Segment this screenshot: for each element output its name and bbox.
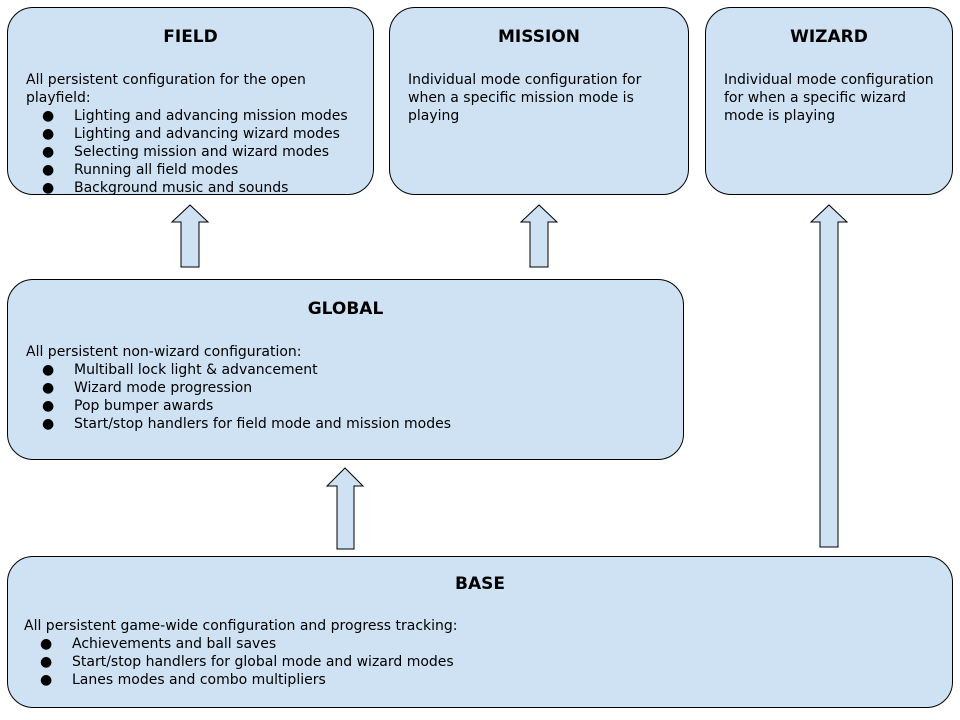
list-item: ● Start/stop handlers for global mode and… [24, 653, 458, 671]
bullet-icon: ● [42, 180, 55, 196]
list-item: ● Start/stop handlers for field mode and … [26, 415, 451, 433]
wizard-title: WIZARD [790, 27, 868, 47]
list-item: ● Running all field modes [26, 161, 373, 179]
bullet-icon: ● [42, 108, 55, 124]
global-lead: All persistent non-wizard configuration: [26, 344, 302, 360]
bullet-icon: ● [42, 144, 55, 160]
arrow-global-to-mission [519, 204, 559, 268]
base-list: ● Achievements and ball saves ● Start/stop… [24, 635, 458, 689]
bullet-icon: ● [42, 398, 55, 414]
list-item-text: Multiball lock light & advancement [74, 362, 318, 378]
bullet-icon: ● [42, 126, 55, 142]
list-item-text: Wizard mode progression [74, 380, 253, 396]
wizard-lead: Individual mode configuration for when a… [724, 72, 934, 124]
list-item-text: Lanes modes and combo multipliers [72, 672, 326, 688]
bullet-icon: ● [40, 636, 53, 652]
mission-description: Individual mode configuration for when a… [408, 71, 678, 125]
global-list: ● Multiball lock light & advancement ● Wiz… [26, 361, 451, 433]
field-description: All persistent configuration for the ope… [26, 71, 373, 197]
list-item: ● Achievements and ball saves [24, 635, 458, 653]
bullet-icon: ● [40, 654, 53, 670]
arrow-global-to-field [170, 204, 210, 268]
list-item: ● Lanes modes and combo multipliers [24, 671, 458, 689]
base-title: BASE [455, 574, 505, 594]
list-item-text: Achievements and ball saves [72, 636, 277, 652]
global-description: All persistent non-wizard configuration:… [26, 343, 451, 433]
list-item-text: Lighting and advancing wizard modes [74, 126, 340, 142]
base-box: BASE All persistent game-wide configurat… [7, 556, 953, 708]
list-item-text: Start/stop handlers for global mode and … [72, 654, 454, 670]
list-item-text: Lighting and advancing mission modes [74, 108, 348, 124]
mission-box: MISSION Individual mode configuration fo… [389, 7, 689, 195]
field-lead: All persistent configuration for the ope… [26, 72, 306, 106]
arrow-base-to-global [325, 467, 365, 550]
global-title: GLOBAL [307, 299, 384, 319]
base-description: All persistent game-wide configuration a… [24, 617, 458, 689]
list-item-text: Background music and sounds [74, 180, 289, 196]
list-item-text: Selecting mission and wizard modes [74, 144, 330, 160]
mission-title: MISSION [498, 27, 580, 47]
field-box: FIELD All persistent configuration for t… [7, 7, 374, 197]
list-item: ● Pop bumper awards [26, 397, 451, 415]
bullet-icon: ● [40, 672, 53, 688]
list-item: ● Wizard mode progression [26, 379, 451, 397]
mission-lead: Individual mode configuration for when a… [408, 72, 642, 124]
field-list: ● Lighting and advancing mission modes ● L… [26, 107, 373, 197]
field-title: FIELD [163, 27, 218, 47]
bullet-icon: ● [42, 162, 55, 178]
list-item: ● Multiball lock light & advancement [26, 361, 451, 379]
list-item: ● Lighting and advancing mission modes [26, 107, 373, 125]
wizard-box: WIZARD Individual mode configuration for… [705, 7, 953, 195]
list-item-text: Pop bumper awards [74, 398, 214, 414]
global-box: GLOBAL All persistent non-wizard configu… [7, 279, 684, 460]
bullet-icon: ● [42, 380, 55, 396]
wizard-description: Individual mode configuration for when a… [724, 71, 944, 125]
list-item-text: Running all field modes [74, 162, 239, 178]
arrow-base-to-wizard [809, 204, 849, 548]
bullet-icon: ● [42, 362, 55, 378]
list-item: ● Selecting mission and wizard modes [26, 143, 373, 161]
bullet-icon: ● [42, 416, 55, 432]
list-item: ● Background music and sounds [26, 179, 373, 197]
base-lead: All persistent game-wide configuration a… [24, 618, 458, 634]
list-item: ● Lighting and advancing wizard modes [26, 125, 373, 143]
list-item-text: Start/stop handlers for field mode and m… [74, 416, 452, 432]
